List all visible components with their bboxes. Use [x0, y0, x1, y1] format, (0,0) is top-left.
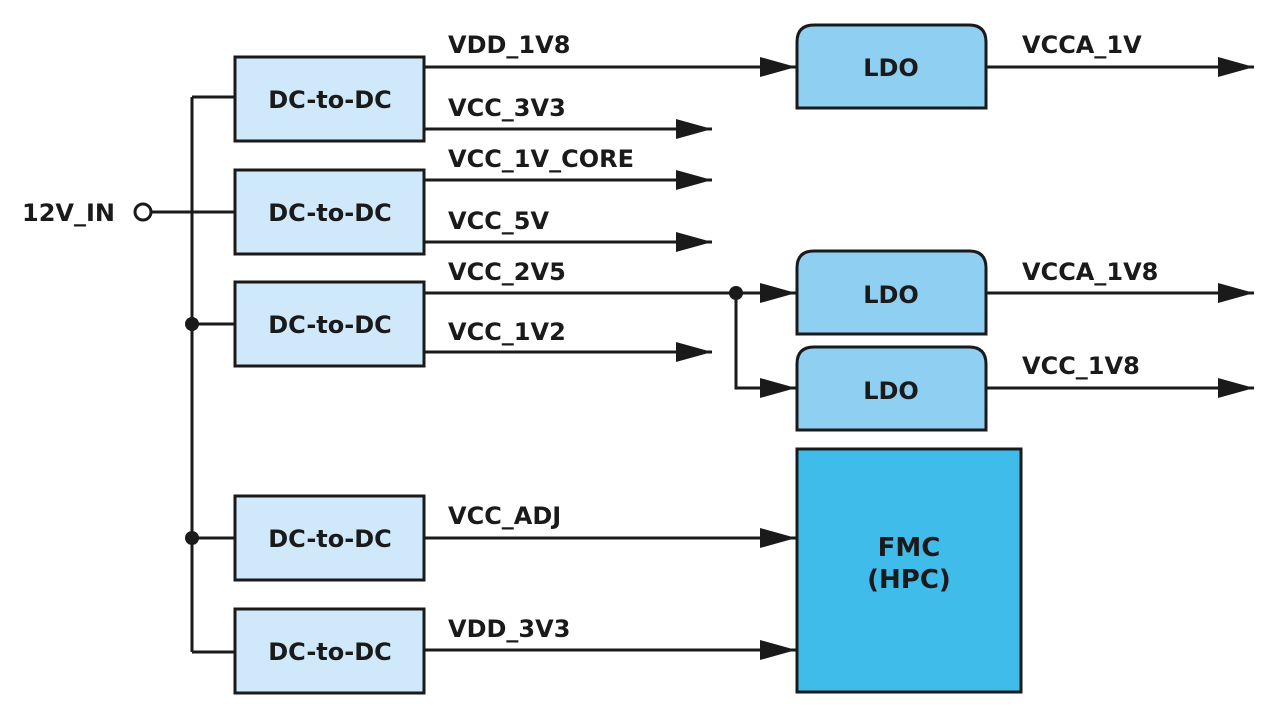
dcdc-box: [233, 55, 426, 143]
ldo-box: [795, 249, 988, 336]
ldo-block: LDO: [795, 345, 988, 432]
dcdc-label: DC-to-DC: [268, 86, 392, 114]
rail-label: VCC_3V3: [448, 94, 566, 122]
ldo-block: LDO: [795, 23, 988, 110]
rail-label: VCC_1V2: [448, 318, 566, 346]
rail-label: VCC_5V: [448, 207, 550, 235]
dcdc-block: DC-to-DC: [233, 280, 426, 368]
junction-dot: [185, 317, 199, 331]
input-terminal: [133, 202, 153, 222]
rail-label: VCC_1V8: [1022, 352, 1140, 380]
junction-dot: [729, 286, 743, 300]
ldo-block: LDO: [795, 249, 988, 336]
dcdc-block: DC-to-DC: [233, 55, 426, 143]
dcdc-block: DC-to-DC: [233, 607, 426, 695]
junction-dot: [185, 531, 199, 545]
dcdc-label: DC-to-DC: [268, 638, 392, 666]
fmc-block: FMC (HPC): [795, 447, 1023, 694]
ldo-label: LDO: [863, 377, 919, 405]
dcdc-box: [233, 494, 426, 582]
input-bus: [133, 95, 235, 654]
rail-arrow: [734, 293, 796, 398]
ldo-label: LDO: [863, 281, 919, 309]
rail-label: VDD_1V8: [448, 31, 570, 59]
fmc-box: [795, 447, 1023, 694]
rail-label: VDD_3V3: [448, 615, 570, 643]
rail-label: VCCA_1V: [1022, 31, 1142, 59]
dcdc-label: DC-to-DC: [268, 525, 392, 553]
dcdc-block: DC-to-DC: [233, 494, 426, 582]
rail-label: VCC_1V_CORE: [448, 145, 634, 173]
fmc-label: FMC: [878, 533, 941, 563]
dcdc-label: DC-to-DC: [268, 199, 392, 227]
dcdc-block: DC-to-DC: [233, 168, 426, 256]
dcdc-box: [233, 168, 426, 256]
fmc-sublabel: (HPC): [867, 565, 951, 595]
ldo-label: LDO: [863, 54, 919, 82]
ldo-box: [795, 23, 988, 110]
dcdc-label: DC-to-DC: [268, 311, 392, 339]
output-rails: [424, 57, 796, 660]
rail-label: VCC_ADJ: [448, 502, 561, 530]
rail-label: VCC_2V5: [448, 258, 566, 286]
dcdc-box: [233, 607, 426, 695]
ldo-box: [795, 345, 988, 432]
dcdc-box: [233, 280, 426, 368]
input-label: 12V_IN: [22, 199, 115, 227]
rail-label: VCCA_1V8: [1022, 258, 1158, 286]
